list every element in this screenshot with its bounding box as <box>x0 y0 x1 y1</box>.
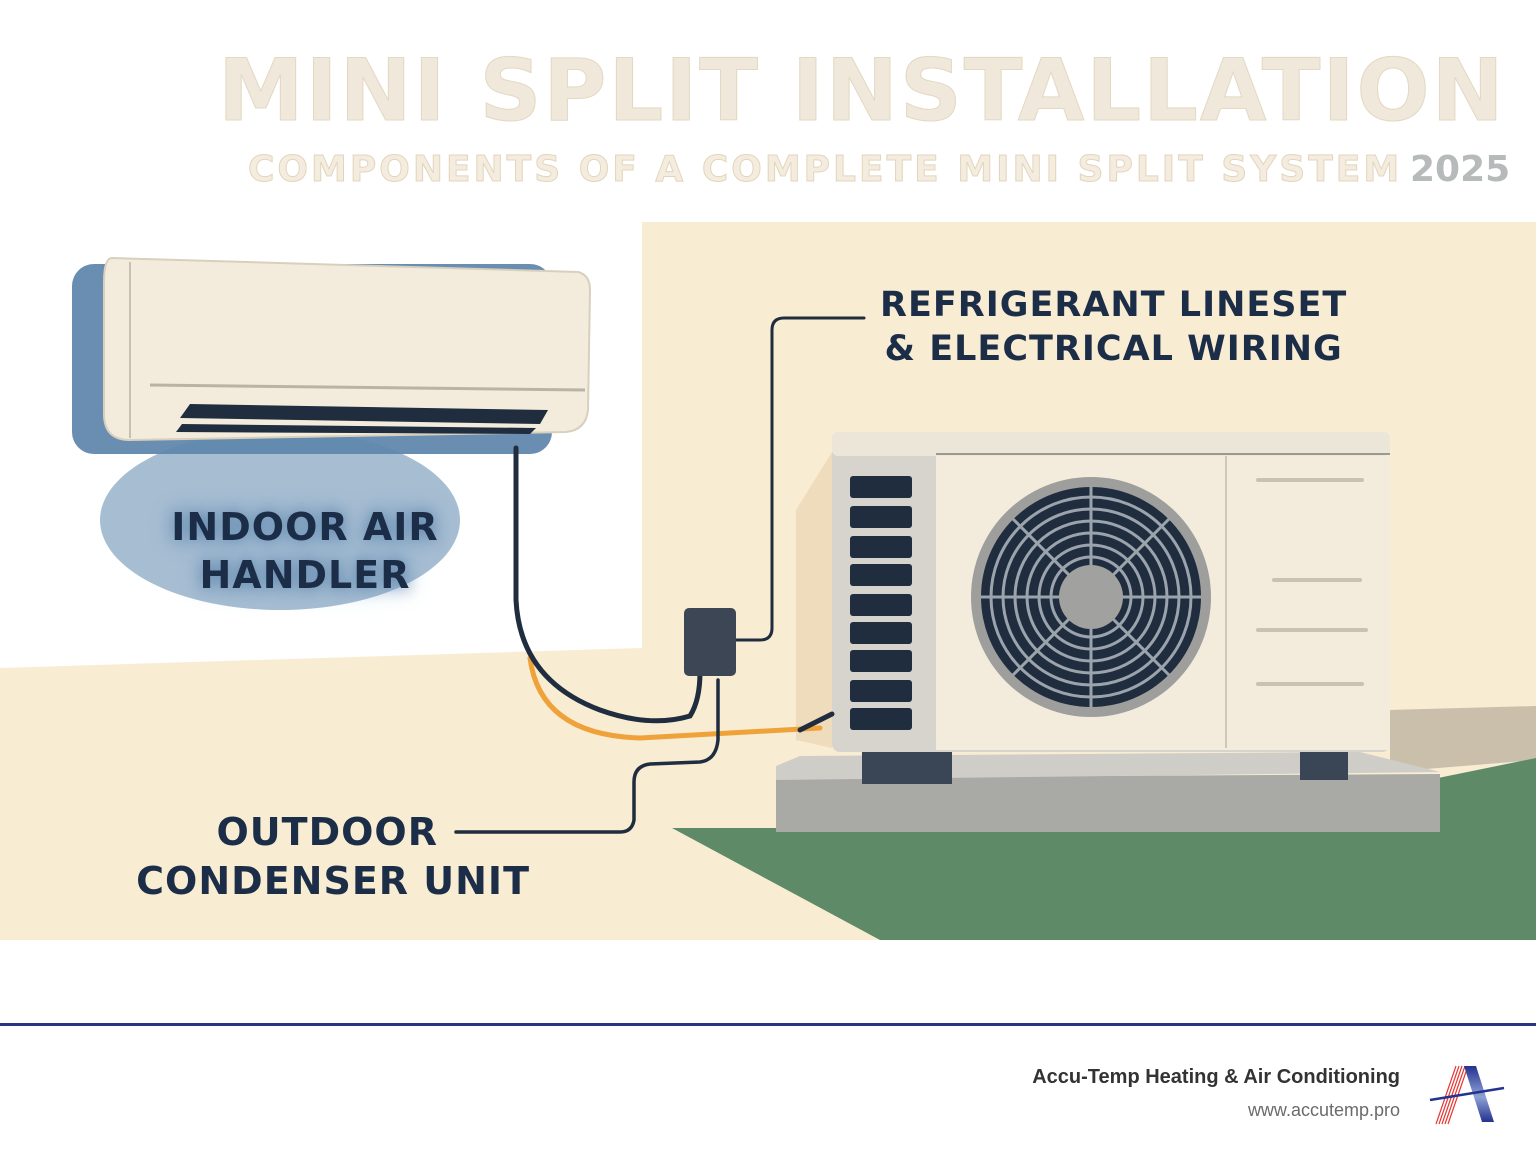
year-label: 2025 <box>1410 149 1511 190</box>
lineset-label-line1: REFRIGERANT LINESET <box>880 285 1348 325</box>
indoor-air-handler-label: INDOOR AIR HANDLER <box>160 504 450 599</box>
lineset-wiring-label: REFRIGERANT LINESET & ELECTRICAL WIRING <box>880 284 1347 372</box>
outdoor-label-line2: CONDENSER UNIT <box>136 859 530 904</box>
indoor-air-handler <box>72 256 592 610</box>
outdoor-condenser-label: OUTDOOR CONDENSER UNIT <box>130 808 530 907</box>
lineset-label-line2: & ELECTRICAL WIRING <box>884 328 1343 369</box>
refrigerant-lineset <box>454 316 866 834</box>
electrical-junction-box <box>684 608 736 676</box>
accutemp-a-logo-icon <box>1429 1065 1505 1125</box>
fan-grille-icon <box>971 477 1211 717</box>
footer-divider <box>0 1023 1536 1026</box>
outdoor-label-line1: OUTDOOR <box>216 810 438 854</box>
indoor-label-line1: INDOOR AIR <box>171 505 439 549</box>
mini-split-illustration <box>0 222 1536 940</box>
company-website-link[interactable]: www.accutemp.pro <box>1247 1100 1400 1120</box>
outdoor-condenser-unit <box>776 432 1440 832</box>
page-title: MINI SPLIT INSTALLATION <box>218 41 1506 141</box>
indoor-label-line2: HANDLER <box>199 552 411 597</box>
company-name: Accu-Temp Heating & Air Conditioning <box>1032 1066 1400 1088</box>
page-subtitle: COMPONENTS OF A COMPLETE MINI SPLIT SYST… <box>247 149 1403 190</box>
